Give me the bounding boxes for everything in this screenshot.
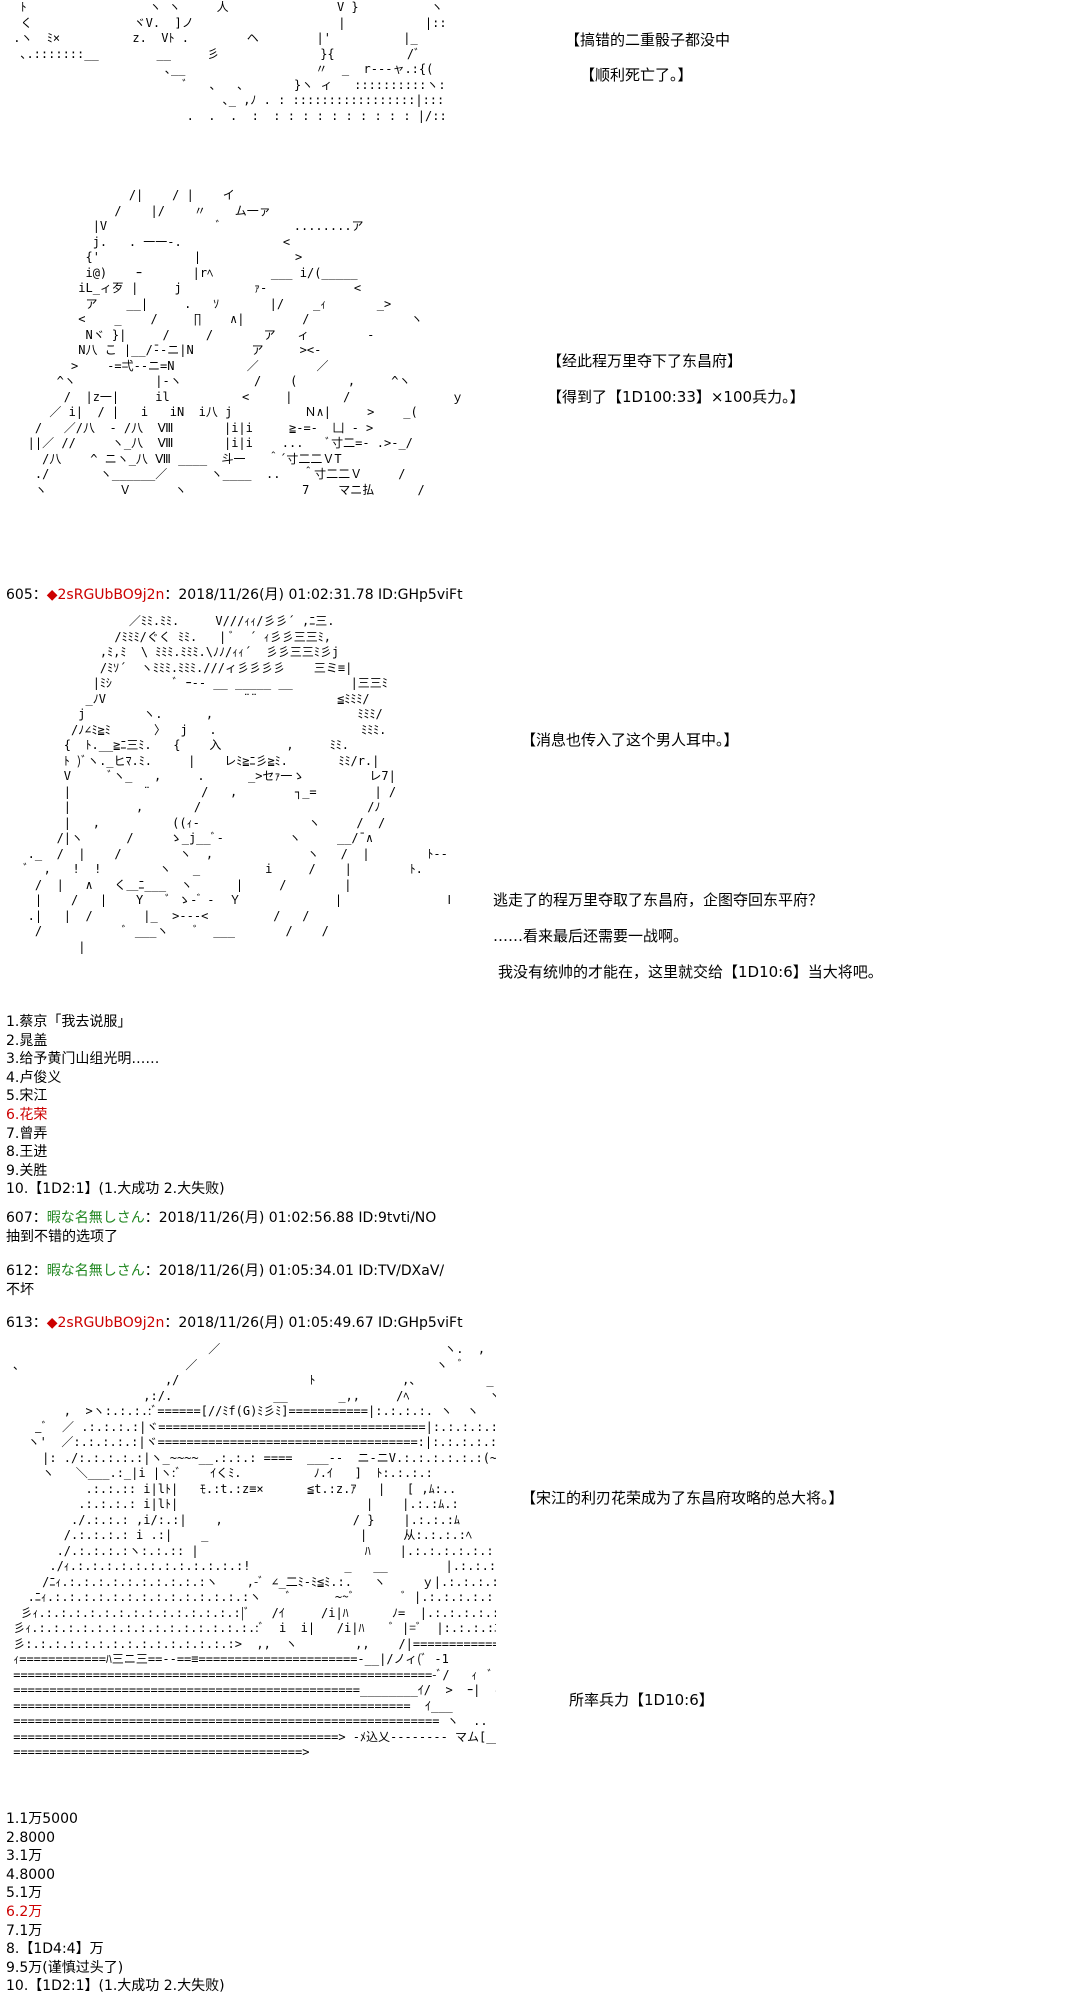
list-item: 9.5万(谨慎过头了) (6, 1959, 124, 1976)
post-datetime: ：2018/11/26(月) 01:02:56.88 ID:9tvti/NO (144, 1210, 437, 1226)
list-item: 9.关胜 (6, 1162, 48, 1179)
post-header: 607：暇な名無しさん：2018/11/26(月) 01:02:56.88 ID… (6, 1209, 436, 1227)
ascii-art-2: /| / | イ / |/ 〃 ム一ァ |V ﾞ ........ア j. . … (27, 188, 464, 497)
list-item: 5.1万 (6, 1885, 43, 1902)
list-item: 10.【1D2:1】(1.大成功 2.大失败) (6, 1978, 225, 1995)
post-datetime: ：2018/11/26(月) 01:02:31.78 ID:GHp5viFt (164, 587, 463, 603)
poster-name: 暇な名無しさん (46, 1210, 145, 1226)
caption-line: 【搞错的二重骰子都没中 (565, 31, 731, 49)
list-item: 5.宋江 (6, 1088, 48, 1105)
caption-line: 【消息也传入了这个男人耳中。】 (521, 731, 739, 749)
ascii-art-3: ／ﾐﾐ.ﾐﾐ. V///ｨｨ/彡彡´ ,ﾆ三. /ﾐﾐﾐ/ぐく ﾐﾐ. | ﾞ … (20, 614, 456, 954)
option-list: 1.1万5000 2.8000 3.1万 4.8000 5.1万 6.2万 7.… (6, 1810, 225, 1996)
separator: ： (32, 1210, 47, 1226)
separator: ： (32, 587, 47, 603)
list-item: 10.【1D2:1】(1.大成功 2.大失败) (6, 1181, 225, 1198)
list-item: 8.【1D4:4】万 (6, 1941, 104, 1958)
caption-line: 所率兵力【1D10:6】 (569, 1691, 714, 1709)
list-item: 2.8000 (6, 1829, 55, 1846)
poster-name: 2sRGUbBO9j2n (57, 1315, 165, 1331)
caption-line: 【宋江的利刃花荣成为了东昌府攻略的总大将。】 (521, 1489, 844, 1507)
post-number[interactable]: 605 (6, 587, 33, 603)
poster-name: 2sRGUbBO9j2n (57, 587, 165, 603)
post-body: 抽到不错的选项了 (6, 1229, 118, 1245)
poster-name: 暇な名無しさん (46, 1263, 145, 1279)
list-item: 1.蔡京「我去说服」 (6, 1014, 132, 1030)
caption-line: 【得到了【1D100:33】×100兵力。】 (547, 388, 805, 406)
post-body: 不坏 (6, 1282, 34, 1298)
ascii-art-1: ﾄ ヽ ヽ 人 V } ヽ |::: く ヾV. ]ノ | |::: .ヽ ﾐ×… (13, 0, 446, 123)
post-datetime: ：2018/11/26(月) 01:05:34.01 ID:TV/DXaV/ (144, 1263, 445, 1279)
list-item: 8.王进 (6, 1144, 48, 1161)
list-item: 7.曾弄 (6, 1125, 48, 1142)
post-number[interactable]: 613 (6, 1315, 33, 1331)
caption-line: 【顺利死亡了。】 (580, 66, 693, 84)
trip-diamond-icon: ◆ (46, 587, 58, 603)
list-item: 7.1万 (6, 1922, 43, 1939)
ascii-art-4: ／ ヽ. , ､ ／ ヽ ﾞ ,/ ﾄ ,、 _ /ﾍ. ヽ___ , (13, 1342, 496, 1759)
post-number[interactable]: 607 (6, 1210, 33, 1226)
list-item: 3.1万 (6, 1848, 43, 1865)
body-line: ……看来最后还需要一战啊。 (493, 927, 689, 945)
post-header: 613：◆2sRGUbBO9j2n：2018/11/26(月) 01:05:49… (6, 1314, 463, 1332)
trip-diamond-icon: ◆ (46, 1315, 58, 1331)
body-line: 逃走了的程万里夺取了东昌府，企图夺回东平府？ (493, 891, 824, 909)
body-line: 我没有统帅的才能在，这里就交给【1D10:6】当大将吧。 (498, 963, 883, 981)
separator: ： (32, 1315, 47, 1331)
list-item: 3.给予黄门山组光明…… (6, 1051, 160, 1068)
caption-line: 【经此程万里夺下了东昌府】 (547, 352, 743, 370)
list-item: 1.1万5000 (6, 1811, 78, 1827)
list-item-selected: 6.花荣 (6, 1106, 48, 1123)
post-header: 612：暇な名無しさん：2018/11/26(月) 01:05:34.01 ID… (6, 1262, 444, 1280)
post-number[interactable]: 612 (6, 1263, 33, 1279)
option-list: 1.蔡京「我去说服」 2.晁盖 3.给予黄门山组光明…… 4.卢俊义 5.宋江 … (6, 1013, 225, 1199)
list-item-selected: 6.2万 (6, 1903, 43, 1920)
separator: ： (32, 1263, 47, 1279)
list-item: 4.卢俊义 (6, 1069, 62, 1086)
post-datetime: ：2018/11/26(月) 01:05:49.67 ID:GHp5viFt (164, 1315, 463, 1331)
post-header: 605：◆2sRGUbBO9j2n：2018/11/26(月) 01:02:31… (6, 586, 463, 604)
list-item: 2.晁盖 (6, 1032, 48, 1049)
list-item: 4.8000 (6, 1866, 55, 1883)
